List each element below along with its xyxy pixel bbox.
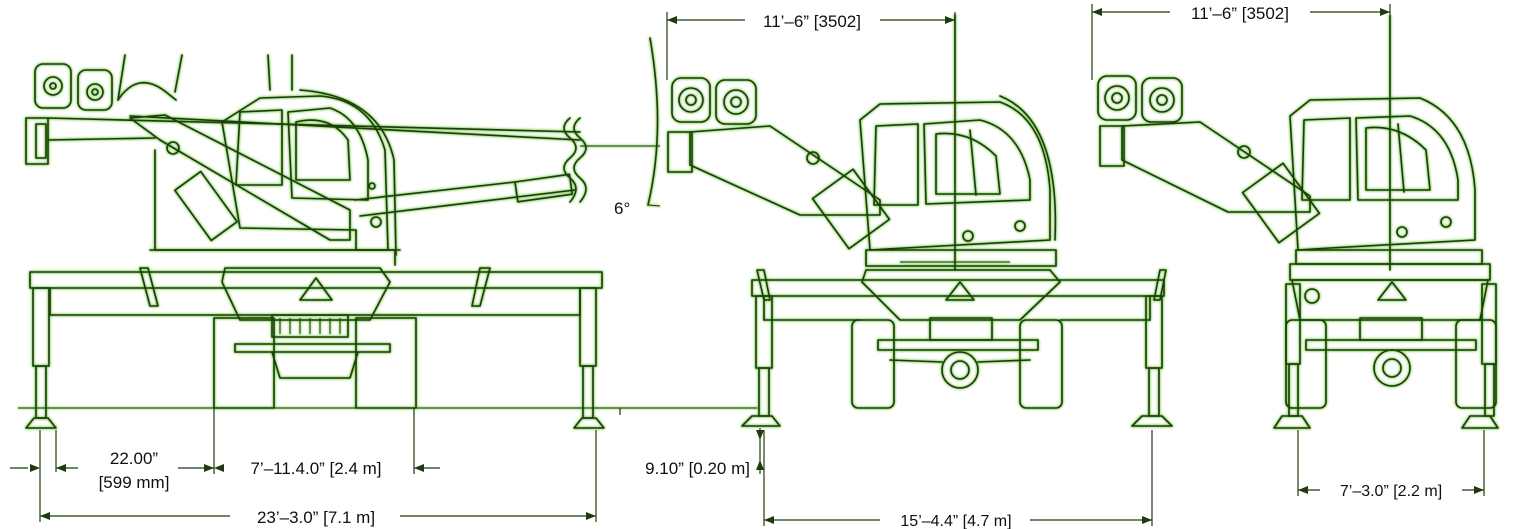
dimension-lines [10,4,1485,526]
front-view-retracted [1097,14,1499,429]
front-view-extended [667,14,1173,427]
outrigger-leg-right-side [573,287,605,429]
carrier-side [213,267,417,409]
outrigger-leg-right-ret [1461,283,1499,429]
outrigger-leg-right-front [1131,295,1173,427]
boom-side [47,54,587,217]
label-outrigger-span-side: 23’–3.0” [7.1 m] [257,508,375,527]
outrigger-leg-left-front [741,295,781,427]
label-track-width: 7’–11.4.0” [2.4 m] [250,459,381,478]
label-inner-span-inches: 22.00” [110,449,159,468]
outrigger-leg-left-side [25,287,57,429]
label-outrigger-span-front: 15’–4.4” [4.7 m] [900,513,1011,529]
boom-sheaves-side [34,63,113,111]
outrigger-beam-side [29,267,603,316]
label-inner-span-mm: [599 mm] [99,473,170,492]
label-width-top-right: 11’–6” [3502] [1191,4,1289,23]
label-width-top-middle: 11’–6” [3502] [763,12,861,31]
label-retracted-width: 7’–3.0” [2.2 m] [1340,483,1442,500]
boom-sheaves-front-ret [1097,75,1183,123]
label-boom-angle: 6° [614,199,630,218]
dimension-labels: 11’–6” [3502] 11’–6” [3502] 6° 22.00” [5… [99,3,1442,529]
boom-sheaves-front-ext [671,77,757,125]
outrigger-leg-left-ret [1273,283,1311,429]
cab-side [221,89,397,256]
label-ground-clearance: 9.10” [0.20 m] [645,459,750,478]
side-view [18,37,760,429]
